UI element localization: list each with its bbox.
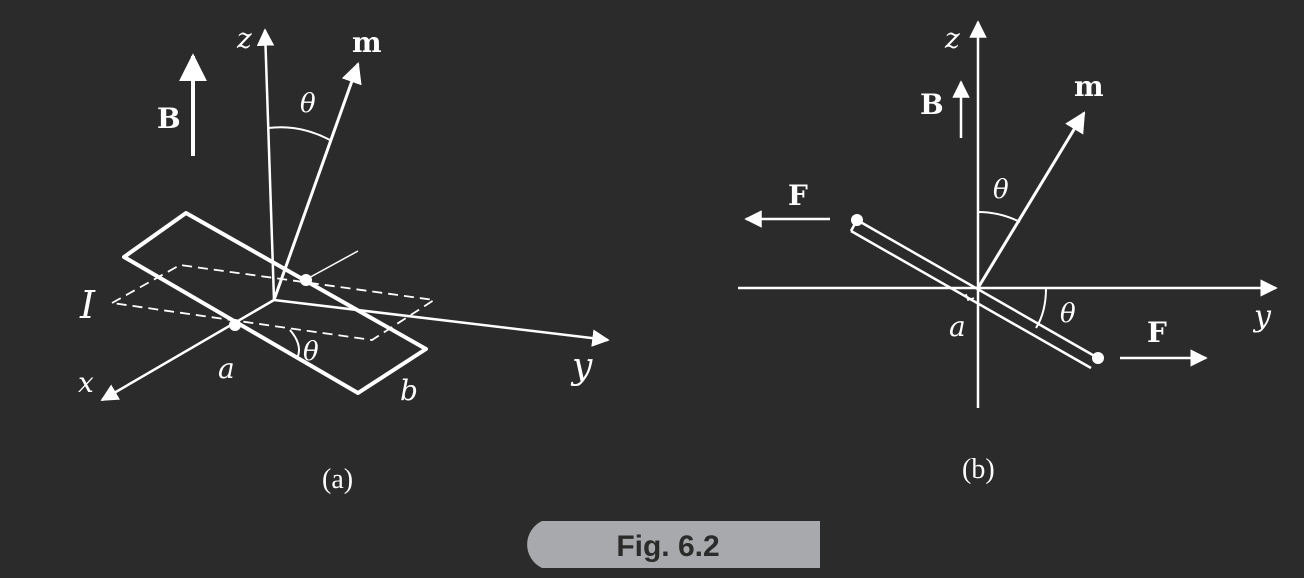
panel-b	[738, 20, 1278, 408]
side-a-label-b: a	[949, 310, 966, 343]
angle-arc-top-a	[267, 126, 331, 141]
panel-b-labels: z m B θ F θ y a F (b)	[788, 22, 1272, 485]
x-label-a: x	[78, 366, 94, 399]
moment-label-b: m	[1074, 70, 1104, 103]
y-label-b: y	[1252, 299, 1272, 334]
z-label-a: z	[236, 22, 252, 55]
figure-badge: Fig. 6.2	[527, 521, 820, 568]
z-label-b: z	[944, 22, 960, 55]
angle-arc-bottom-a	[289, 329, 300, 357]
current-label-a: I	[79, 283, 96, 327]
moment-vector-a	[272, 62, 362, 301]
side-b-label-a: b	[400, 374, 418, 407]
panel-a-labels: z m θ B I θ y x a b (a)	[78, 22, 593, 495]
panel-a	[100, 28, 610, 402]
end-dot-right-b	[1092, 352, 1104, 364]
caption-b: (b)	[962, 454, 995, 485]
back-line-a	[304, 250, 359, 281]
pivot-dot-front-a	[229, 319, 241, 331]
tilted-loop-a	[122, 211, 428, 395]
caption-a: (a)	[322, 464, 353, 495]
angle-label-top-a: θ	[300, 89, 316, 119]
force-label-right-b: F	[1147, 316, 1167, 349]
end-dot-left-b	[851, 214, 863, 226]
y-axis-a	[273, 298, 610, 347]
loop-edge-1-b	[856, 218, 1099, 360]
z-axis-a	[256, 28, 276, 301]
side-a-label-a: a	[218, 352, 235, 385]
field-label-b: B	[920, 88, 944, 121]
pivot-dot-back-a	[300, 274, 312, 286]
moment-label-a: m	[352, 26, 382, 59]
x-axis-a	[100, 298, 275, 402]
angle-arc-bottom-b	[1035, 287, 1047, 329]
angle-label-bottom-a: θ	[303, 337, 319, 367]
angle-label-bottom-b: θ	[1060, 299, 1076, 329]
figure-label: Fig. 6.2	[616, 530, 719, 563]
figure-badge-shape	[527, 521, 820, 568]
angle-arc-top-b	[977, 211, 1021, 223]
angle-label-top-b: θ	[993, 175, 1009, 205]
field-label-a: B	[157, 102, 181, 135]
moment-vector-b	[976, 111, 1086, 289]
y-label-a: y	[570, 346, 593, 387]
right-angle-mark-b	[965, 293, 975, 301]
force-label-left-b: F	[788, 179, 808, 212]
